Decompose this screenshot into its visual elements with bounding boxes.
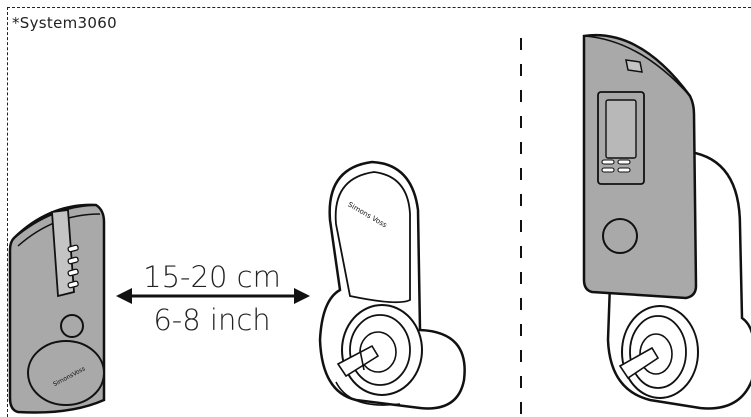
lock-cylinder-icon: Simons Voss — [318, 160, 466, 410]
diagram-frame: *System3060 — [7, 7, 751, 417]
transponder-icon: SimonsVoss — [8, 203, 106, 414]
double-arrow-icon — [116, 288, 310, 304]
system-caption: *System3060 — [12, 14, 117, 32]
distance-imperial-label: 6-8 inch — [153, 303, 271, 337]
lock-cylinder-with-transponder-icon — [582, 33, 751, 410]
distance-metric-label: 15-20 cm — [143, 260, 281, 294]
